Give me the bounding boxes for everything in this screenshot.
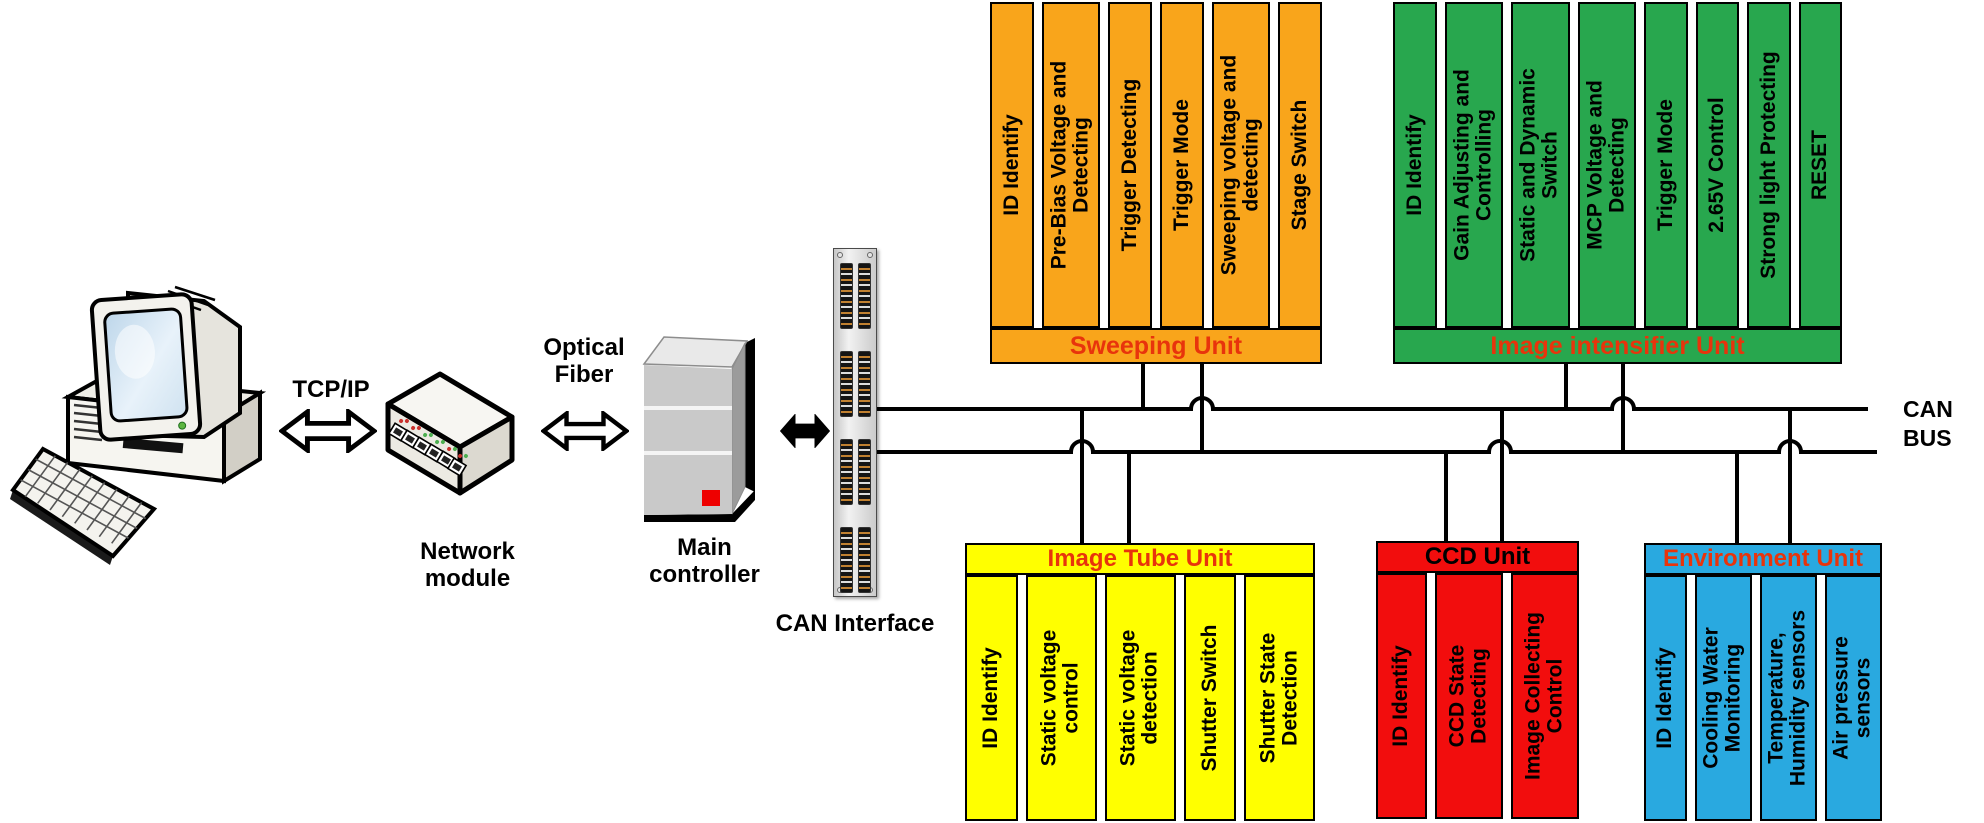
function-bar: Trigger Mode <box>1644 2 1688 328</box>
network-module-label: Network module <box>420 538 515 593</box>
unit-image-intensifier-bars: ID Identify Gain Adjusting and Controlli… <box>1393 2 1842 328</box>
function-bar: 2.65V Control <box>1695 2 1739 328</box>
unit-image-intensifier: ID Identify Gain Adjusting and Controlli… <box>1393 2 1842 364</box>
function-bar: ID Identify <box>1644 575 1687 821</box>
function-bar: Trigger Detecting <box>1108 2 1152 328</box>
function-bar: Gain Adjusting and Controlling <box>1444 2 1503 328</box>
screw-icon <box>837 252 843 258</box>
double-arrow-icon <box>780 414 830 448</box>
function-bar: ID Identify <box>990 2 1034 328</box>
network-module-illustration <box>385 371 515 496</box>
function-bar: Air pressure sensors <box>1824 575 1882 821</box>
function-bar: RESET <box>1798 2 1842 328</box>
function-bar: ID Identify <box>1393 2 1437 328</box>
can-interface-illustration <box>833 248 877 597</box>
function-bar: MCP Voltage and Detecting <box>1577 2 1636 328</box>
unit-ccd: CCD Unit ID Identify CCD State Detecting… <box>1376 541 1580 819</box>
double-arrow-icon <box>279 409 377 453</box>
function-bar: Stage Switch <box>1278 2 1322 328</box>
function-bar: Trigger Mode <box>1159 2 1204 328</box>
function-bar: Static voltage control <box>1025 575 1097 821</box>
function-bar: CCD State Detecting <box>1434 573 1503 819</box>
unit-environment: Environment Unit ID Identify Cooling Wat… <box>1644 543 1882 821</box>
connector-group <box>834 527 876 593</box>
tcp-ip-label: TCP/IP <box>292 376 370 403</box>
unit-environment-title: Environment Unit <box>1644 543 1882 575</box>
optical-fiber-label: Optical Fiber <box>543 334 625 389</box>
function-bar: Pre-Bias Voltage and Detecting <box>1041 2 1101 328</box>
function-bar: ID Identify <box>1376 573 1427 819</box>
unit-sweeping-title: Sweeping Unit <box>990 328 1322 364</box>
function-bar: Shutter State Detection <box>1244 575 1316 821</box>
can-bus-label: CAN BUS <box>1903 396 1953 451</box>
unit-sweeping-bars: ID Identify Pre-Bias Voltage and Detecti… <box>990 2 1322 328</box>
function-bar: Shutter Switch <box>1183 575 1237 821</box>
computer-illustration <box>10 285 267 565</box>
unit-image-tube: Image Tube Unit ID Identify Static volta… <box>965 543 1316 821</box>
function-bar: ID Identify <box>965 575 1018 821</box>
network-ports <box>387 419 468 477</box>
function-bar: Strong light Protecting <box>1747 2 1791 328</box>
connector-group <box>834 351 876 417</box>
screw-icon <box>867 252 873 258</box>
connector-group <box>834 439 876 505</box>
function-bar: Temperature, Humidity sensors <box>1759 575 1817 821</box>
unit-image-tube-title: Image Tube Unit <box>965 543 1315 575</box>
unit-sweeping: ID Identify Pre-Bias Voltage and Detecti… <box>990 2 1322 364</box>
unit-ccd-bars: ID Identify CCD State Detecting Image Co… <box>1376 573 1580 819</box>
unit-image-intensifier-title: Image intensifier Unit <box>1393 328 1842 364</box>
unit-image-tube-bars: ID Identify Static voltage control Stati… <box>965 575 1316 821</box>
connector-group <box>834 263 876 329</box>
double-arrow-icon <box>541 411 629 451</box>
function-bar: Image Collecting Control <box>1510 573 1580 819</box>
main-controller-illustration <box>642 336 755 522</box>
unit-environment-bars: ID Identify Cooling Water Monitoring Tem… <box>1644 575 1882 821</box>
function-bar: Static and Dynamic Switch <box>1511 2 1570 328</box>
unit-ccd-title: CCD Unit <box>1376 541 1579 573</box>
main-controller-label: Main controller <box>649 534 760 589</box>
function-bar: Static voltage detection <box>1104 575 1176 821</box>
controller-power-led <box>702 490 720 506</box>
can-interface-label: CAN Interface <box>775 610 935 637</box>
function-bar: Sweeping voltage and detecting <box>1211 2 1271 328</box>
function-bar: Cooling Water Monitoring <box>1694 575 1752 821</box>
